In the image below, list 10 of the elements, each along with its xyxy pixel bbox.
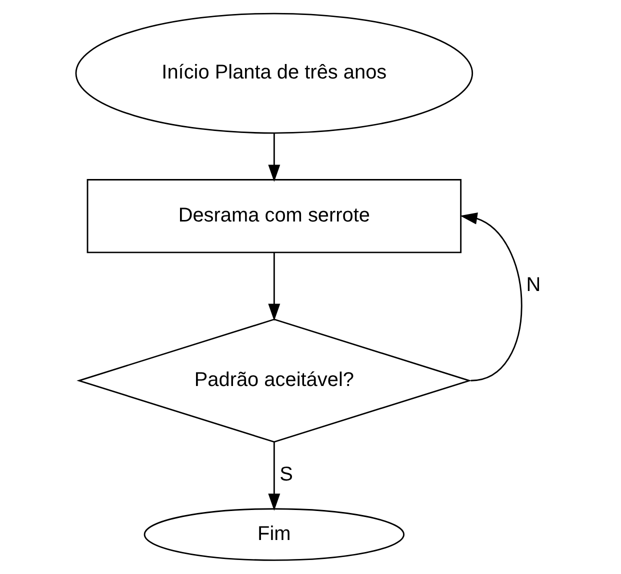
node-diamond: Padrão aceitável? xyxy=(76,318,472,443)
arrow xyxy=(268,442,280,511)
node-ellipse: Início Planta de três anos xyxy=(74,12,473,134)
edge-label: S xyxy=(279,464,292,486)
arrow xyxy=(460,212,522,382)
arrow xyxy=(268,252,280,321)
node-ellipse: Fim xyxy=(143,508,404,561)
arrow xyxy=(268,132,280,182)
node-box: Desrama com serrote xyxy=(86,179,462,254)
edge-label: N xyxy=(526,274,540,296)
